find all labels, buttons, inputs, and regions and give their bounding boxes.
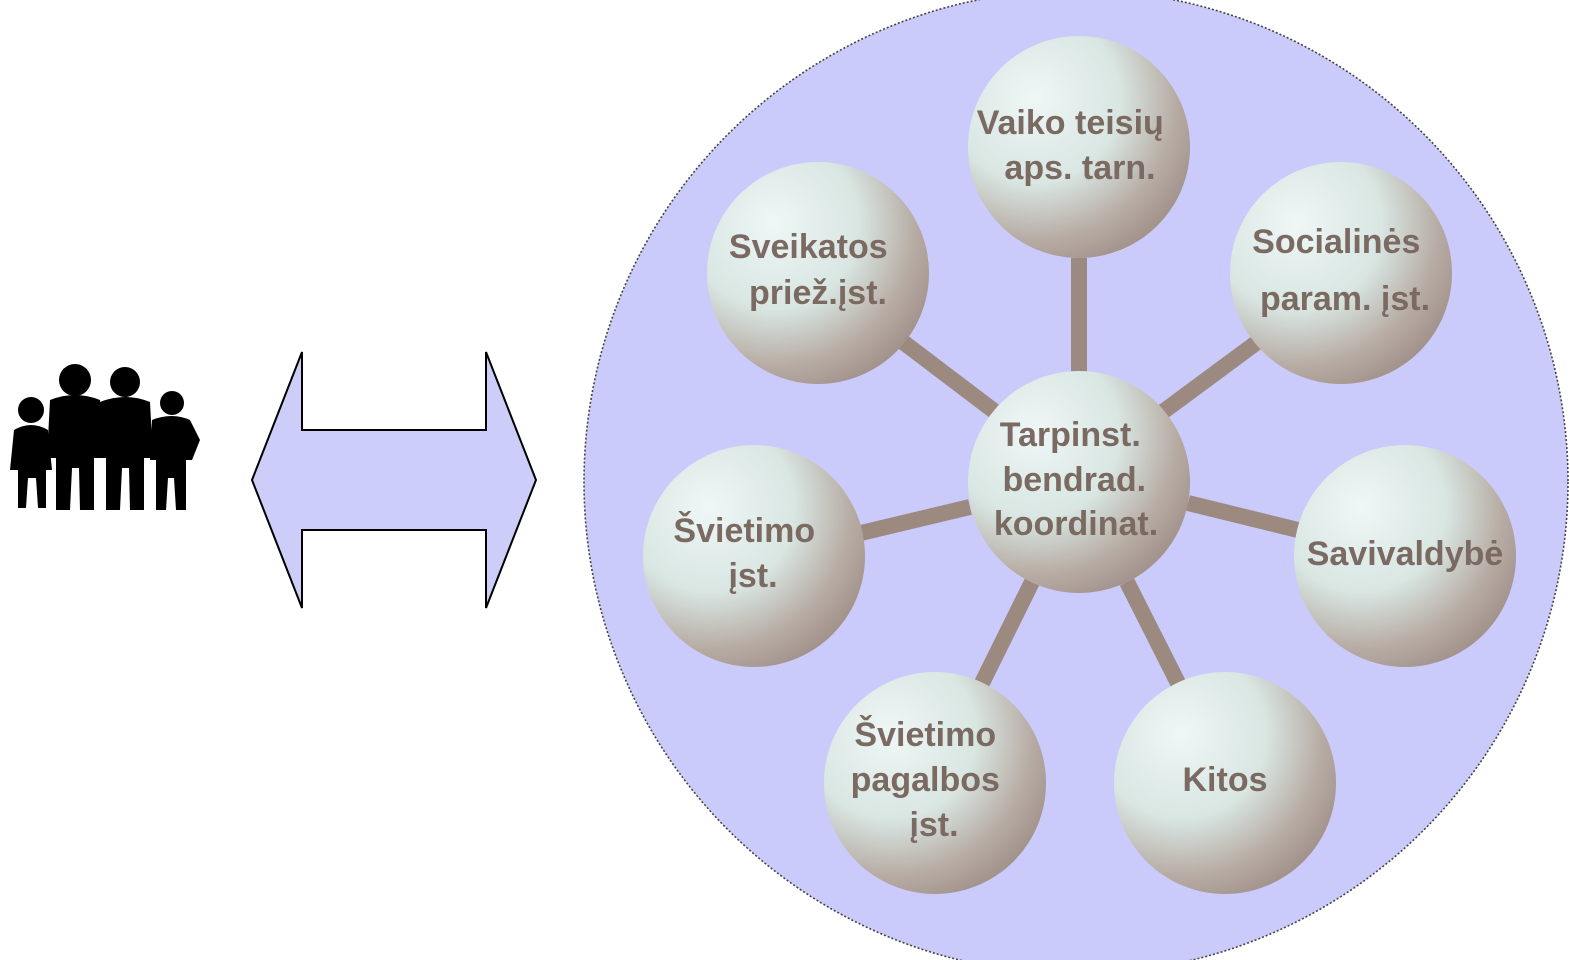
node-sveikatos — [707, 162, 929, 384]
connector-sveikatos — [898, 335, 999, 418]
connectors — [859, 258, 1300, 687]
node-kitos — [1114, 672, 1336, 894]
node-center-label: Tarpinst. bendrad. koordinat. — [994, 416, 1158, 543]
node-kitos-label: Kitos — [1183, 761, 1268, 799]
node-socialines-label: Socialinės param. įst. — [1252, 223, 1430, 318]
node-svietimo — [643, 445, 865, 667]
double-arrow-icon — [250, 351, 538, 609]
node-socialines — [1230, 162, 1452, 384]
connector-svietimo-pagalbos — [974, 578, 1040, 687]
bubbles — [643, 36, 1516, 894]
node-vaiko-label: Vaiko teisių aps. tarn. — [977, 104, 1174, 187]
node-savivaldybe-label: Savivaldybė — [1307, 535, 1504, 573]
connector-socialines — [1155, 336, 1261, 421]
node-svietimo-pagalbos — [824, 672, 1046, 894]
node-svietimo-pagalbos-label: Švietimo pagalbos įst. — [851, 715, 1010, 844]
labels: Vaiko teisių aps. tarn. Socialinės param… — [673, 104, 1503, 844]
connector-savivaldybe — [1186, 495, 1300, 538]
node-center — [968, 371, 1190, 593]
family-icon — [10, 364, 200, 510]
node-vaiko — [968, 36, 1190, 258]
node-savivaldybe — [1294, 445, 1516, 667]
connector-kitos — [1119, 578, 1186, 687]
node-sveikatos-label: Sveikatos priež.įst. — [729, 228, 897, 312]
connector-svietimo — [859, 499, 972, 541]
node-svietimo-label: Švietimo įst. — [673, 511, 824, 595]
